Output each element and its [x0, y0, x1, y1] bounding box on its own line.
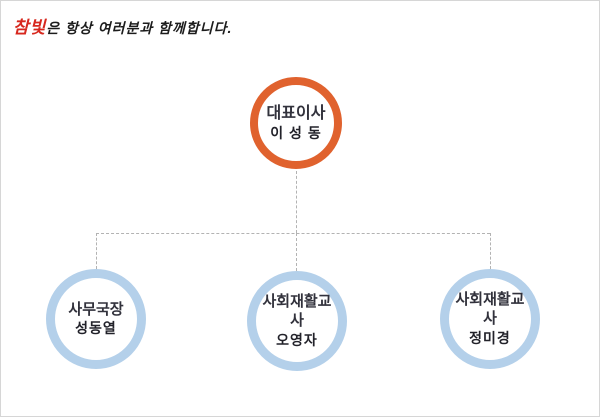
node-title: 대표이사 — [266, 104, 326, 122]
brand-text: 참빛 — [13, 18, 47, 37]
org-node-rehab-teacher-1: 사회재활교사 오영자 — [247, 271, 347, 371]
slogan-text: 은 항상 여러분과 함께합니다. — [46, 20, 233, 36]
node-name: 이 성 동 — [270, 124, 322, 141]
org-node-ceo: 대표이사 이 성 동 — [250, 77, 342, 169]
header-slogan: 참빛은 항상 여러분과 함께합니다. — [13, 13, 232, 38]
node-title: 사무국장 — [68, 300, 124, 318]
connector-horizontal — [96, 233, 490, 234]
connector-drop-right — [490, 233, 491, 269]
node-name: 오영자 — [276, 331, 318, 348]
connector-root-down — [296, 171, 297, 233]
node-title: 사회재활교사 — [262, 293, 332, 329]
node-title: 사회재활교사 — [455, 291, 525, 327]
org-node-office-manager: 사무국장 성동열 — [46, 269, 146, 369]
connector-drop-left — [96, 233, 97, 269]
org-node-rehab-teacher-2: 사회재활교사 정미경 — [440, 269, 540, 369]
node-name: 정미경 — [469, 329, 511, 346]
connector-drop-center — [296, 233, 297, 271]
node-name: 성동열 — [75, 320, 117, 337]
